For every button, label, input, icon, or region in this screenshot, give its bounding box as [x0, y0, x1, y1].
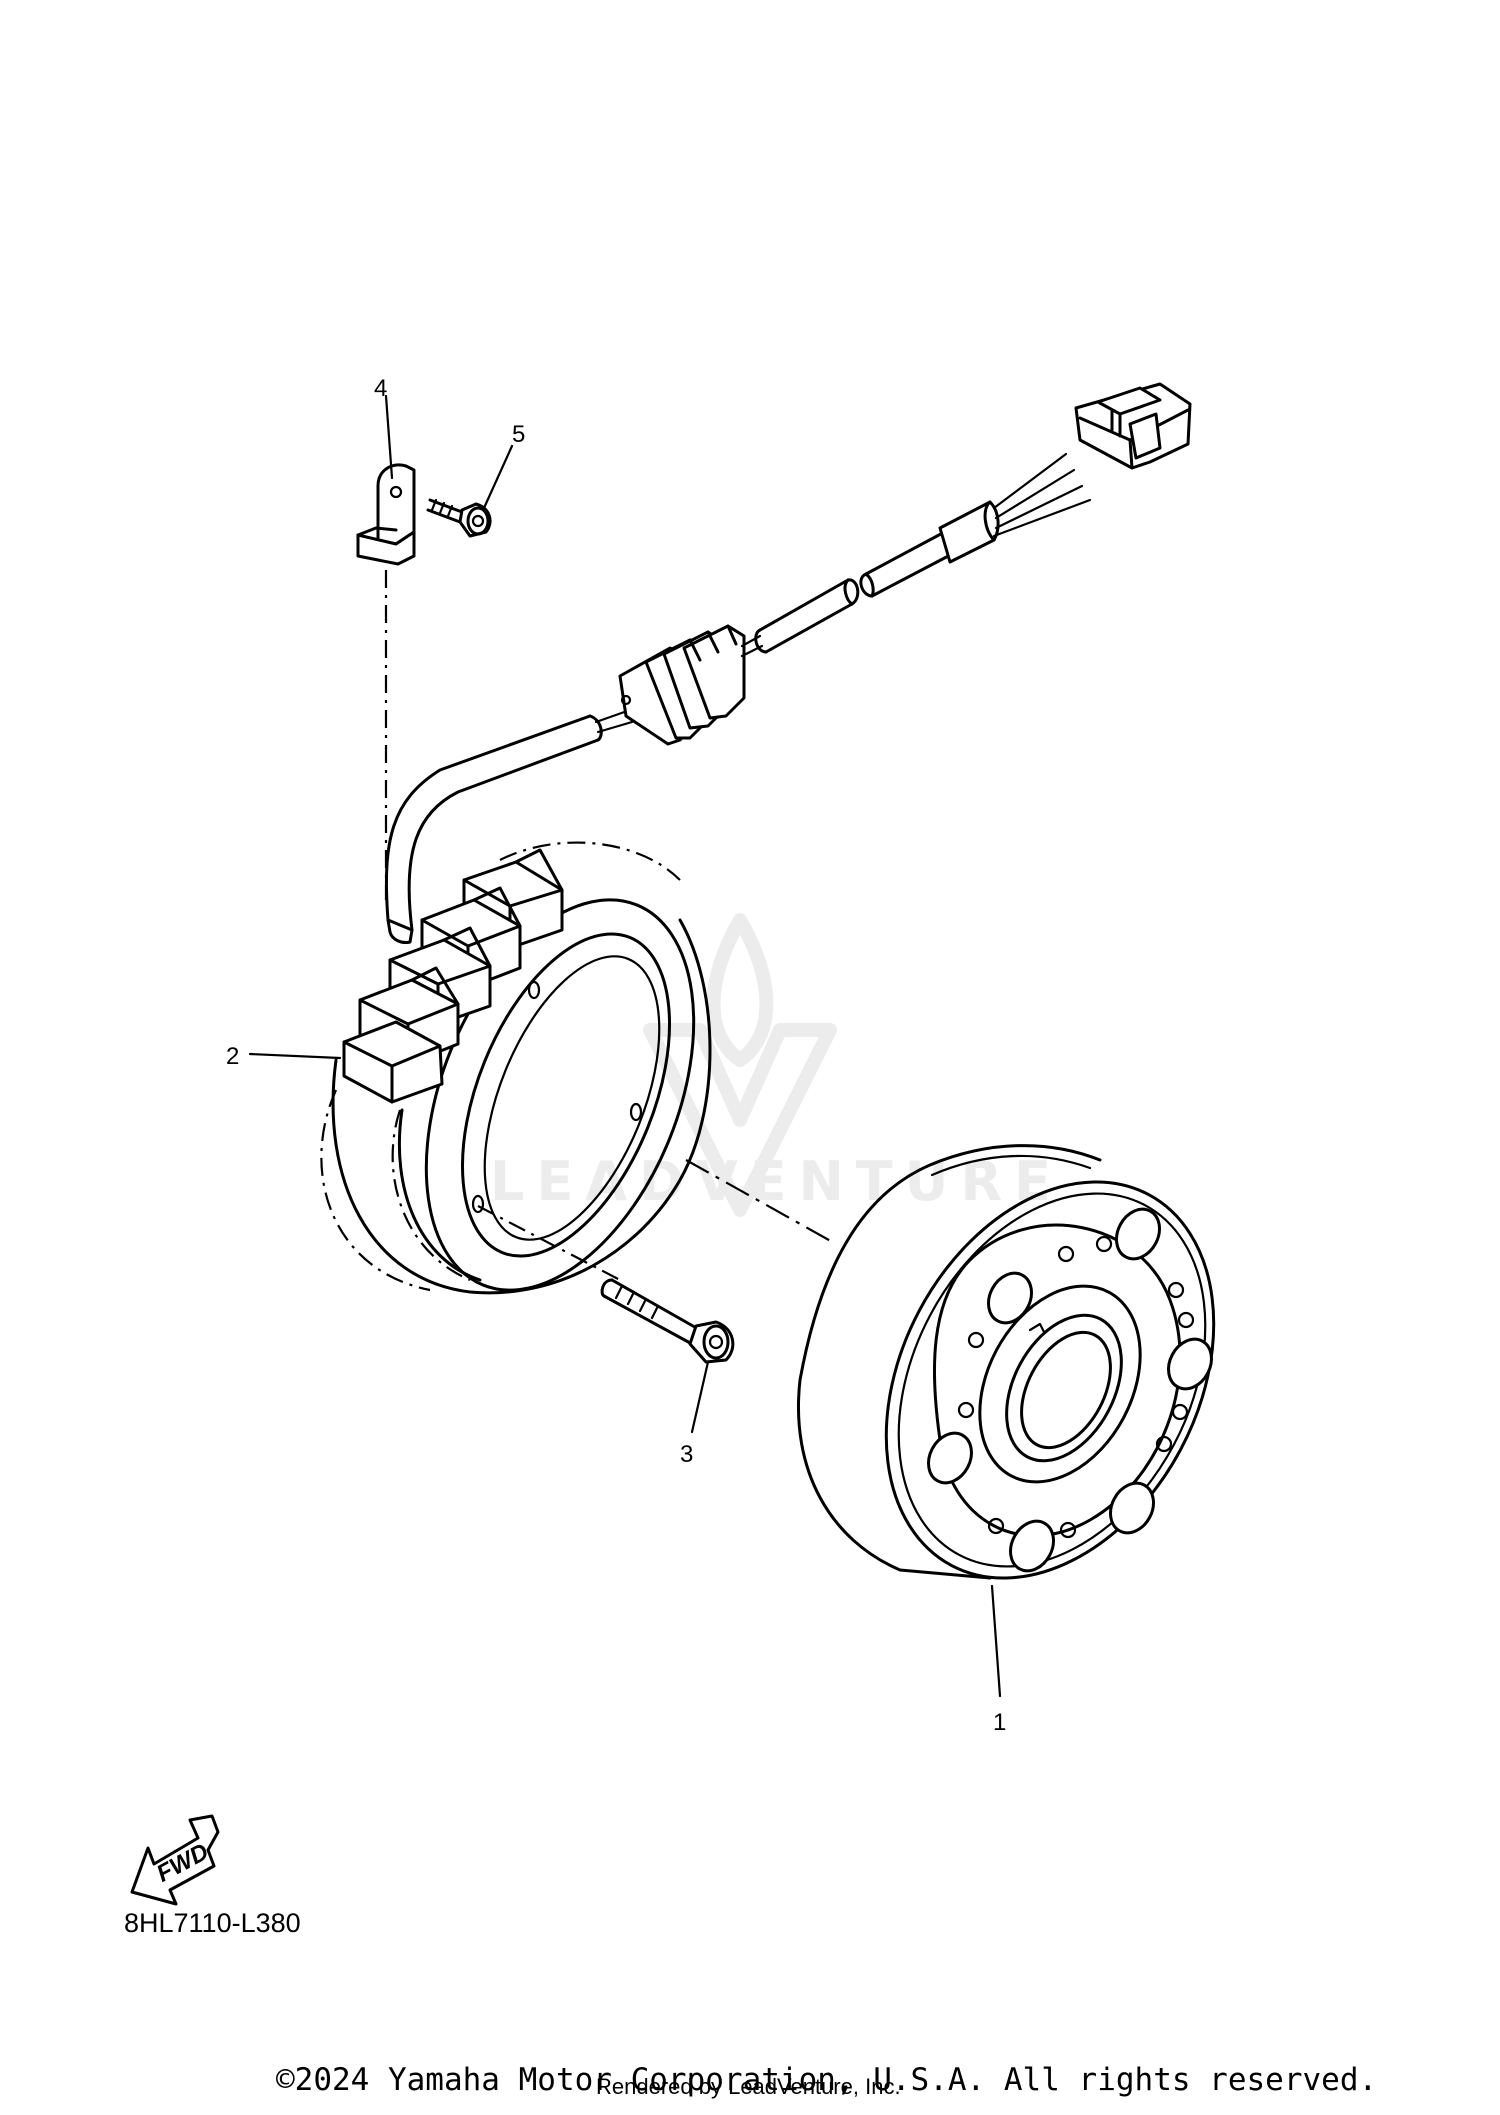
leader-3 — [690, 1360, 710, 1434]
callout-2: 2 — [226, 1043, 239, 1070]
watermark-logo — [643, 913, 837, 1217]
leader-2 — [248, 1052, 342, 1060]
leader-5 — [482, 444, 514, 510]
callout-1: 1 — [993, 1709, 1006, 1736]
callout-3: 3 — [680, 1441, 693, 1468]
callout-4: 4 — [374, 375, 387, 402]
leader-1 — [990, 1584, 1002, 1698]
leader-4 — [384, 394, 394, 480]
part-5-screw[interactable] — [426, 498, 492, 538]
watermark-text: LEADVENTURE — [490, 1150, 1063, 1213]
part-4-clamp-bracket[interactable] — [356, 463, 416, 566]
callout-5: 5 — [512, 421, 525, 448]
center-axis-line — [685, 1159, 837, 1245]
wire-harness[interactable] — [384, 382, 1192, 944]
diagram-code: 8HL7110-L380 — [124, 1908, 301, 1938]
rendered-by-notice: Rendered by LeadVenture, Inc. — [596, 2074, 901, 2099]
copyright-notice: ©2024 Yamaha Motor Corporation, U.S.A. A… — [276, 2062, 1378, 2098]
part-1-rotor-flywheel[interactable] — [797, 1125, 1279, 1635]
fwd-arrow-icon: FWD — [130, 1814, 220, 1906]
part-3-bolt[interactable] — [477, 1205, 735, 1364]
part-2-stator-assembly[interactable] — [320, 841, 746, 1330]
